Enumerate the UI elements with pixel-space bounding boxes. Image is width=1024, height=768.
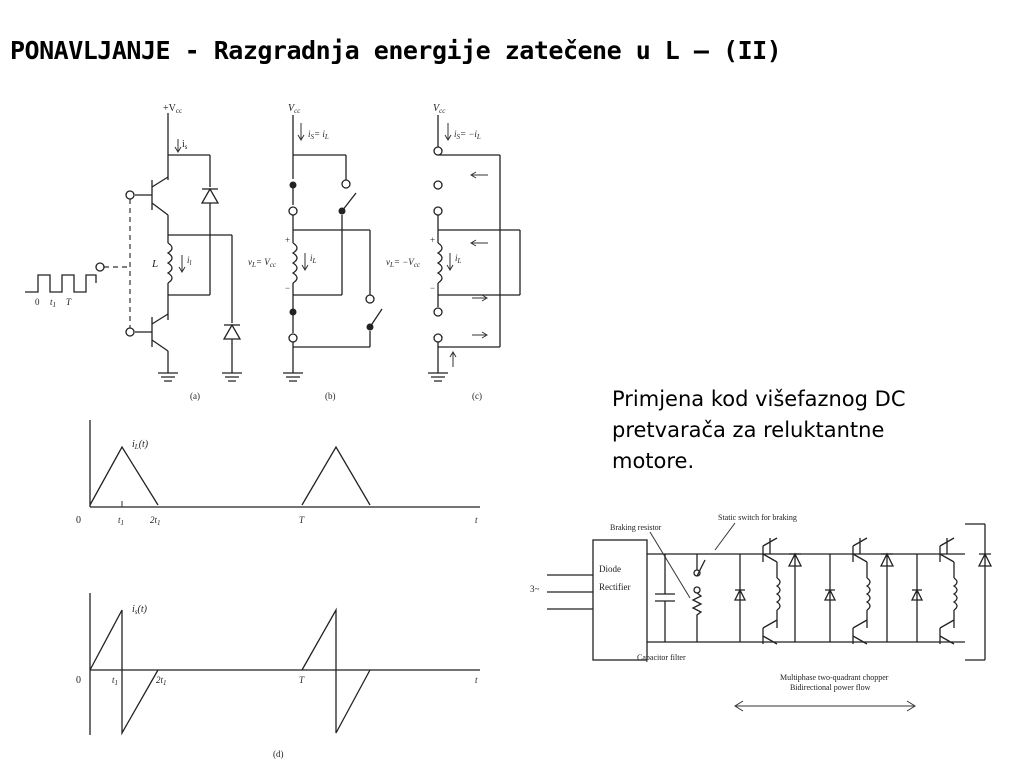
is-waveform: is(t) 0 t1 2t1 T t bbox=[76, 593, 480, 736]
is-tick-T: T bbox=[299, 675, 305, 685]
circuit-b: Vcc iS= iL + vL= Vcc iL − (b) bbox=[248, 103, 383, 401]
braking-resistor-label: Braking resistor bbox=[610, 523, 662, 532]
b-plus-sign: + bbox=[285, 235, 290, 245]
b-source-current-label: iS= iL bbox=[308, 129, 329, 141]
rectifier-label-2: Rectifier bbox=[599, 582, 630, 592]
bidirectional-arrow bbox=[734, 700, 916, 712]
is-label: is(t) bbox=[132, 604, 148, 616]
caption-a: (a) bbox=[190, 391, 200, 401]
b-supply-label: Vcc bbox=[288, 103, 301, 115]
caption-d: (d) bbox=[273, 749, 284, 759]
is-tick-2t1: 2t1 bbox=[156, 675, 167, 687]
circuit-c: Vcc iS= −iL + vL= −Vcc iL − (c) bbox=[386, 103, 521, 401]
iL-tick-0: 0 bbox=[76, 515, 81, 526]
caption-line-1: Primjena kod višefaznog DC bbox=[612, 387, 906, 411]
static-switch-label: Static switch for braking bbox=[718, 513, 797, 522]
caption-line-3: motore. bbox=[612, 449, 695, 473]
a-inductor-current-label: il bbox=[187, 255, 192, 267]
ac-input-label: 3~ bbox=[530, 584, 540, 594]
pulse-label-T: T bbox=[66, 297, 72, 307]
current-waveforms-diagram: iL(t) 0 t1 2t1 T t is(t) 0 t1 2t1 T t (d… bbox=[76, 420, 480, 759]
switching-circuits-diagram: +Vcc is L il bbox=[25, 103, 521, 401]
c-minus-sign: − bbox=[430, 283, 435, 293]
pulse-label-t1: t1 bbox=[50, 297, 56, 309]
capacitor-filter-label: Capacitor filter bbox=[637, 653, 686, 662]
rectifier-label-1: Diode bbox=[599, 564, 621, 574]
a-source-current-label: is bbox=[182, 139, 188, 151]
b-minus-sign: − bbox=[285, 283, 290, 293]
reluctance-motor-converter-diagram: 3~ Diode Rectifier Braking resistor Stat… bbox=[530, 513, 993, 712]
is-tick-t: t bbox=[475, 675, 478, 685]
diode-rectifier-block bbox=[592, 539, 648, 661]
a-supply-label: +Vcc bbox=[163, 103, 182, 115]
b-inductor-current-label: iL bbox=[310, 253, 317, 265]
pulse-label-zero: 0 bbox=[35, 297, 40, 307]
c-supply-label: Vcc bbox=[433, 103, 446, 115]
iL-waveform: iL(t) 0 t1 2t1 T t bbox=[76, 420, 480, 527]
c-voltage-label: vL= −Vcc bbox=[386, 257, 421, 269]
iL-tick-T: T bbox=[299, 515, 305, 525]
chopper-label-2: Bidirectional power flow bbox=[790, 683, 871, 692]
iL-tick-2t1: 2t1 bbox=[150, 515, 161, 527]
application-caption: Primjena kod višefaznog DC pretvarača za… bbox=[612, 384, 1012, 477]
iL-label: iL(t) bbox=[132, 439, 149, 451]
circuit-a: +Vcc is L il bbox=[25, 103, 242, 401]
c-plus-sign: + bbox=[430, 235, 435, 245]
iL-tick-t: t bbox=[475, 515, 478, 525]
caption-c: (c) bbox=[472, 391, 482, 401]
chopper-phase-legs bbox=[733, 523, 993, 661]
slide-title: PONAVLJANJE - Razgradnja energije zateče… bbox=[10, 36, 782, 65]
is-tick-0: 0 bbox=[76, 675, 81, 686]
b-voltage-label: vL= Vcc bbox=[248, 257, 277, 269]
caption-b: (b) bbox=[325, 391, 336, 401]
c-source-current-label: iS= −iL bbox=[454, 129, 481, 141]
c-inductor-current-label: iL bbox=[455, 253, 462, 265]
chopper-label-1: Multiphase two-quadrant chopper bbox=[780, 673, 889, 682]
iL-tick-t1: t1 bbox=[118, 515, 124, 527]
is-tick-t1: t1 bbox=[112, 675, 118, 687]
a-inductor-label: L bbox=[151, 258, 158, 270]
caption-line-2: pretvarača za reluktantne bbox=[612, 418, 885, 442]
